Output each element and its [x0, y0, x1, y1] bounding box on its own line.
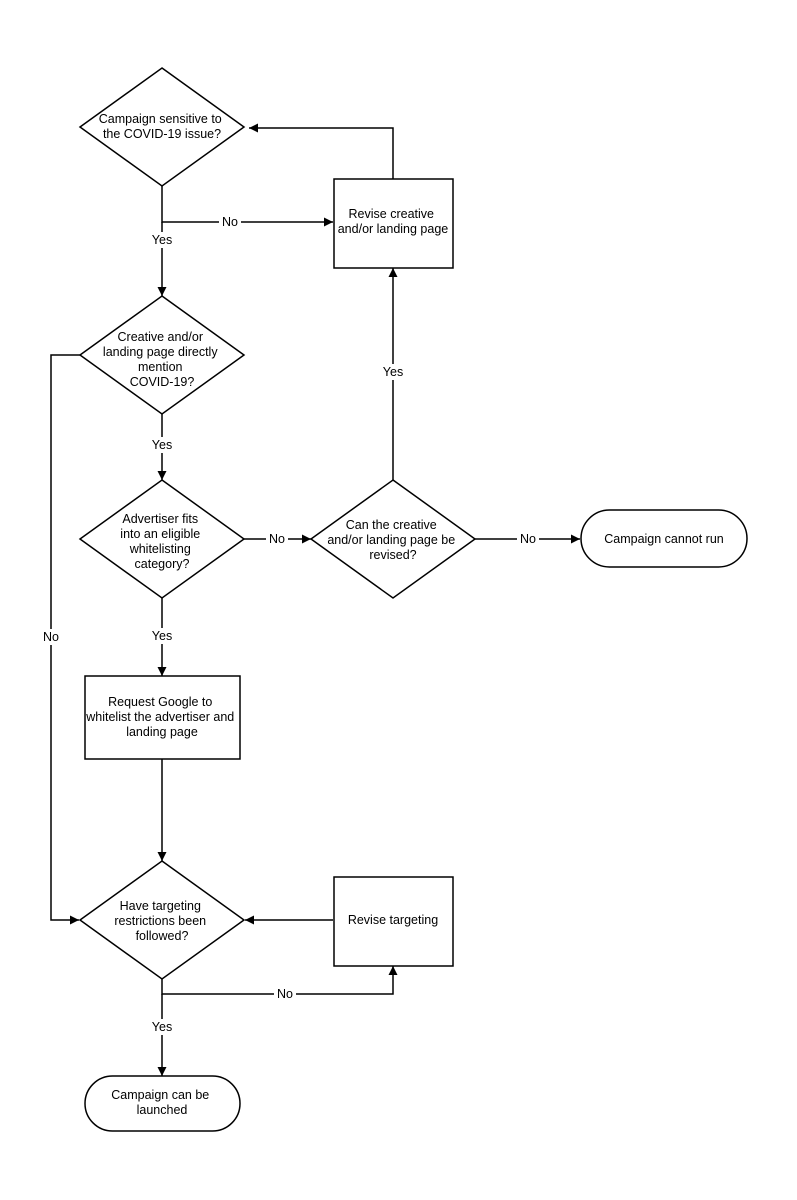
decision-fits: Advertiser fits into an eligible whiteli…	[78, 479, 246, 599]
edge-label-fits-yes: Yes	[152, 629, 172, 643]
decision-mention-text: Creative and/or landing page directly me…	[103, 330, 221, 389]
process-request-google-text: Request Google to whitelist the advertis…	[85, 695, 237, 739]
edge-label-sensitive-yes: Yes	[152, 233, 172, 247]
decision-revised: Can the creative and/or landing page be …	[309, 479, 477, 599]
process-revise-targeting: Revise targeting	[333, 876, 454, 967]
edge-label-fits-no: No	[269, 532, 285, 546]
process-revise-creative-text: Revise creative and/or landing page	[338, 207, 449, 236]
terminal-cannot-run: Campaign cannot run	[580, 509, 748, 568]
decision-fits-text: Advertiser fits into an eligible whiteli…	[120, 512, 203, 571]
decision-sensitive: Campaign sensitive to the COVID-19 issue…	[78, 67, 246, 187]
edge-sensitive-no	[161, 186, 333, 227]
terminal-launched-text: Campaign can be launched	[111, 1088, 212, 1117]
process-revise-targeting-text: Revise targeting	[348, 913, 438, 927]
terminal-cannot-run-text: Campaign cannot run	[604, 532, 724, 546]
decision-mention: Creative and/or landing page directly me…	[78, 295, 246, 415]
decision-targeting-text: Have targeting restrictions been followe…	[114, 899, 209, 943]
edge-label-sensitive-no: No	[222, 215, 238, 229]
edge-label-mention-yes: Yes	[152, 438, 172, 452]
edge-label-revised-no: No	[520, 532, 536, 546]
edge-label-targeting-no: No	[277, 987, 293, 1001]
terminal-launched: Campaign can be launched	[84, 1075, 241, 1132]
edge-revise-to-sensitive	[249, 123, 394, 179]
process-revise-creative: Revise creative and/or landing page	[333, 178, 454, 269]
edge-label-targeting-yes: Yes	[152, 1020, 172, 1034]
decision-targeting: Have targeting restrictions been followe…	[78, 860, 246, 980]
process-request-google: Request Google to whitelist the advertis…	[84, 675, 241, 760]
decision-sensitive-text: Campaign sensitive to the COVID-19 issue…	[99, 112, 225, 141]
edge-labels: No Yes Yes No Yes No No Yes No Yes	[40, 214, 539, 1035]
decision-revised-text: Can the creative and/or landing page be …	[327, 518, 458, 562]
edge-label-mention-no: No	[43, 630, 59, 644]
edge-label-revised-yes: Yes	[383, 365, 403, 379]
